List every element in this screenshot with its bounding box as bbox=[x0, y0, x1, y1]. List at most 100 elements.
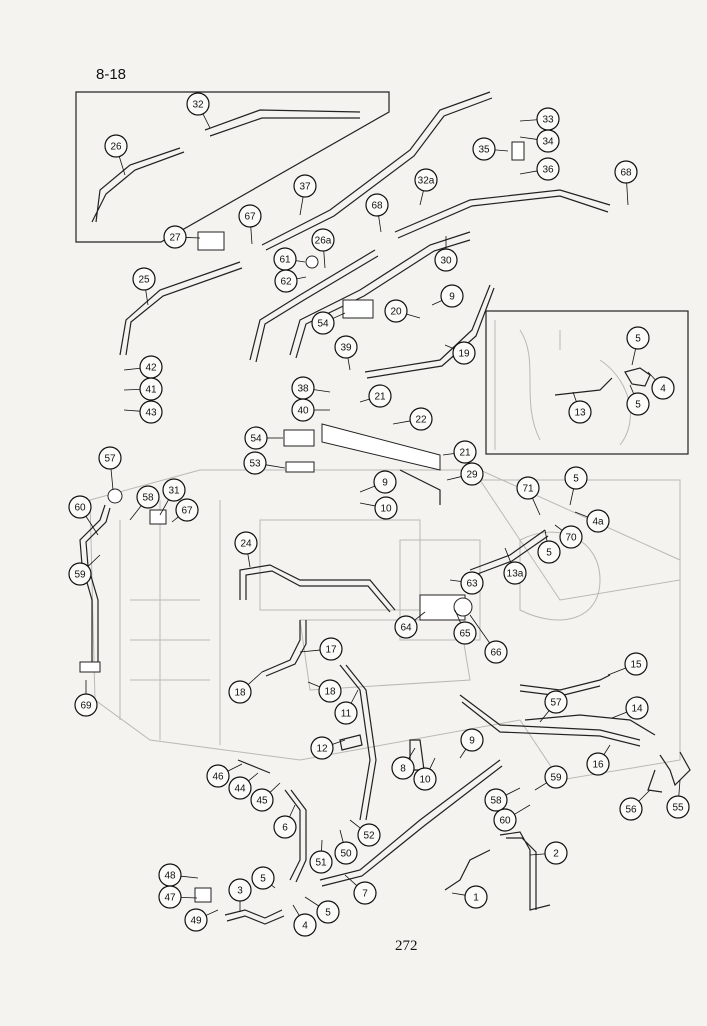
callout-circle bbox=[536, 157, 560, 181]
callout-circle bbox=[544, 690, 568, 714]
callout-circle bbox=[68, 562, 92, 586]
callout-label: 21 bbox=[459, 448, 471, 459]
leader-line bbox=[454, 609, 461, 624]
leader-line bbox=[359, 485, 375, 493]
callout-59: 59 bbox=[534, 765, 568, 791]
callout-10: 10 bbox=[413, 757, 437, 791]
callout-circle bbox=[357, 823, 381, 847]
callout-label: 61 bbox=[279, 255, 291, 266]
leader-line bbox=[607, 667, 626, 676]
callout-35: 35 bbox=[472, 137, 509, 161]
callout-67: 67 bbox=[171, 498, 199, 523]
leader-line bbox=[299, 196, 304, 216]
callout-31: 31 bbox=[159, 478, 186, 516]
callout-32: 32 bbox=[186, 92, 211, 129]
callout-circle bbox=[586, 509, 610, 533]
leader-line bbox=[344, 874, 358, 886]
callout-label: 14 bbox=[631, 704, 643, 715]
callout-label: 54 bbox=[250, 434, 262, 445]
leader-line bbox=[205, 909, 219, 916]
callout-label: 30 bbox=[440, 256, 452, 267]
leader-line bbox=[647, 371, 656, 381]
callout-21: 21 bbox=[359, 384, 392, 408]
callout-circle bbox=[186, 92, 210, 116]
callout-5: 5 bbox=[626, 326, 650, 366]
callout-circle bbox=[564, 466, 588, 490]
callout-circle bbox=[453, 621, 477, 645]
callout-circle bbox=[319, 637, 343, 661]
callout-label: 58 bbox=[142, 493, 154, 504]
leader-line bbox=[406, 313, 421, 319]
leader-line bbox=[123, 367, 141, 371]
callout-label: 62 bbox=[280, 277, 292, 288]
leader-line bbox=[227, 763, 243, 772]
callout-label: 5 bbox=[573, 474, 579, 485]
callout-18: 18 bbox=[228, 671, 263, 704]
callout-circle bbox=[472, 137, 496, 161]
callout-circle bbox=[206, 764, 230, 788]
pipe-lines bbox=[79, 91, 691, 925]
callout-label: 10 bbox=[380, 504, 392, 515]
callout-label: 42 bbox=[145, 363, 157, 374]
callout-circle bbox=[158, 885, 182, 909]
callout-label: 43 bbox=[145, 408, 157, 419]
leader-line bbox=[349, 819, 361, 829]
callout-58: 58 bbox=[129, 485, 160, 521]
leader-line bbox=[451, 892, 466, 896]
callout-70: 70 bbox=[554, 524, 583, 549]
callout-circle bbox=[586, 752, 610, 776]
right-inset-frame bbox=[485, 310, 689, 455]
callout-circle bbox=[619, 797, 643, 821]
figure-label: 8-18 bbox=[96, 66, 127, 83]
fittings bbox=[107, 141, 525, 903]
callout-45: 45 bbox=[250, 782, 281, 812]
callout-12: 12 bbox=[310, 736, 346, 760]
callout-label: 71 bbox=[522, 484, 534, 495]
callout-label: 37 bbox=[299, 182, 311, 193]
leader-line bbox=[626, 182, 629, 206]
callout-label: 58 bbox=[490, 796, 502, 807]
leader-line bbox=[544, 529, 548, 542]
leader-line bbox=[569, 488, 575, 506]
callout-label: 20 bbox=[390, 307, 402, 318]
callout-circle bbox=[440, 284, 464, 308]
callout-circle bbox=[384, 299, 408, 323]
callout-circle bbox=[625, 696, 649, 720]
leader-line bbox=[265, 464, 286, 469]
callout-label: 59 bbox=[74, 570, 86, 581]
callout-circle bbox=[624, 652, 648, 676]
callout-29: 29 bbox=[446, 462, 484, 486]
leader-line bbox=[519, 136, 538, 140]
callout-circle bbox=[626, 392, 650, 416]
callout-54: 54 bbox=[244, 426, 283, 450]
callout-label: 26a bbox=[315, 236, 332, 247]
callout-30: 30 bbox=[434, 236, 458, 272]
leader-line bbox=[539, 710, 550, 723]
leader-line bbox=[378, 215, 382, 233]
page-number: 272 bbox=[395, 938, 418, 954]
leader-line bbox=[159, 499, 169, 516]
callout-label: 16 bbox=[592, 760, 604, 771]
callout-circle bbox=[353, 881, 377, 905]
leader-line bbox=[118, 156, 126, 176]
callout-circle bbox=[228, 680, 252, 704]
callout-9: 9 bbox=[459, 728, 484, 759]
callout-61: 61 bbox=[273, 247, 306, 271]
callout-circle bbox=[98, 446, 122, 470]
callout-circle bbox=[228, 776, 252, 800]
leader-line bbox=[532, 497, 541, 516]
callout-label: 5 bbox=[260, 874, 266, 885]
callout-5: 5 bbox=[626, 384, 650, 416]
callout-13a: 13a bbox=[503, 547, 527, 585]
callout-label: 5 bbox=[546, 548, 552, 559]
callout-label: 31 bbox=[168, 486, 180, 497]
callout-14: 14 bbox=[611, 696, 649, 720]
callout-circle bbox=[311, 311, 335, 335]
leader-line bbox=[629, 384, 635, 395]
callout-circle bbox=[184, 908, 208, 932]
leader-line bbox=[185, 237, 201, 239]
callout-9: 9 bbox=[359, 470, 397, 494]
callout-label: 24 bbox=[240, 539, 252, 550]
callout-circle bbox=[243, 451, 267, 475]
callout-5: 5 bbox=[304, 896, 340, 924]
